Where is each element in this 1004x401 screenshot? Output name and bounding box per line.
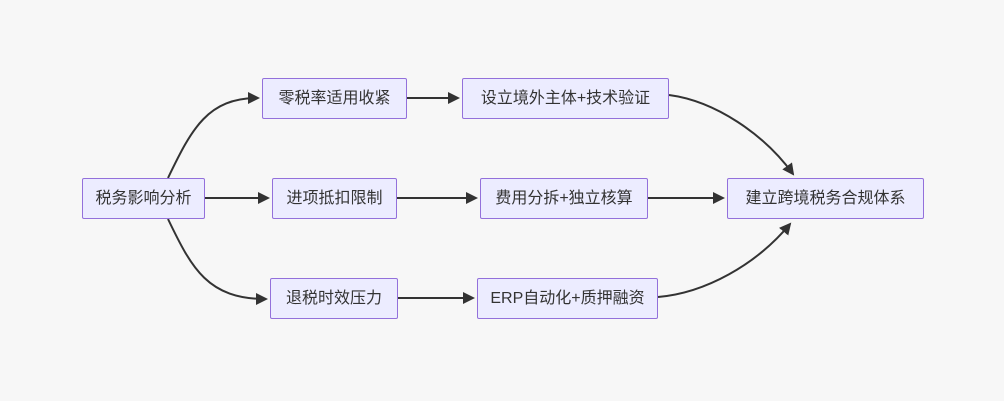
node-label: 进项抵扣限制	[286, 189, 383, 207]
node-refund-timeliness-pressure: 退税时效压力	[270, 278, 398, 319]
node-cross-border-tax-compliance-system: 建立跨境税务合规体系	[727, 178, 924, 219]
node-zero-rate-tightening: 零税率适用收紧	[262, 78, 407, 119]
edge-c3-d	[657, 222, 792, 298]
node-label: 设立境外主体+技术验证	[480, 89, 651, 107]
node-tax-impact-analysis: 税务影响分析	[82, 178, 205, 219]
edge-a-b3	[167, 218, 268, 305]
node-cost-split-independent-accounting: 费用分拆+独立核算	[480, 178, 648, 219]
node-label: ERP自动化+质押融资	[490, 289, 645, 307]
node-label: 零税率适用收紧	[278, 89, 391, 107]
node-label: 税务影响分析	[95, 189, 192, 207]
node-offshore-entity-tech-verification: 设立境外主体+技术验证	[462, 78, 669, 119]
node-erp-automation-pledge-financing: ERP自动化+质押融资	[477, 278, 658, 319]
node-input-vat-deduction-limit: 进项抵扣限制	[272, 178, 397, 219]
node-label: 退税时效压力	[285, 289, 382, 307]
edge-a-b1	[167, 92, 260, 179]
node-label: 建立跨境税务合规体系	[745, 189, 906, 207]
node-label: 费用分拆+独立核算	[495, 189, 633, 207]
edge-c1-d	[668, 94, 795, 176]
